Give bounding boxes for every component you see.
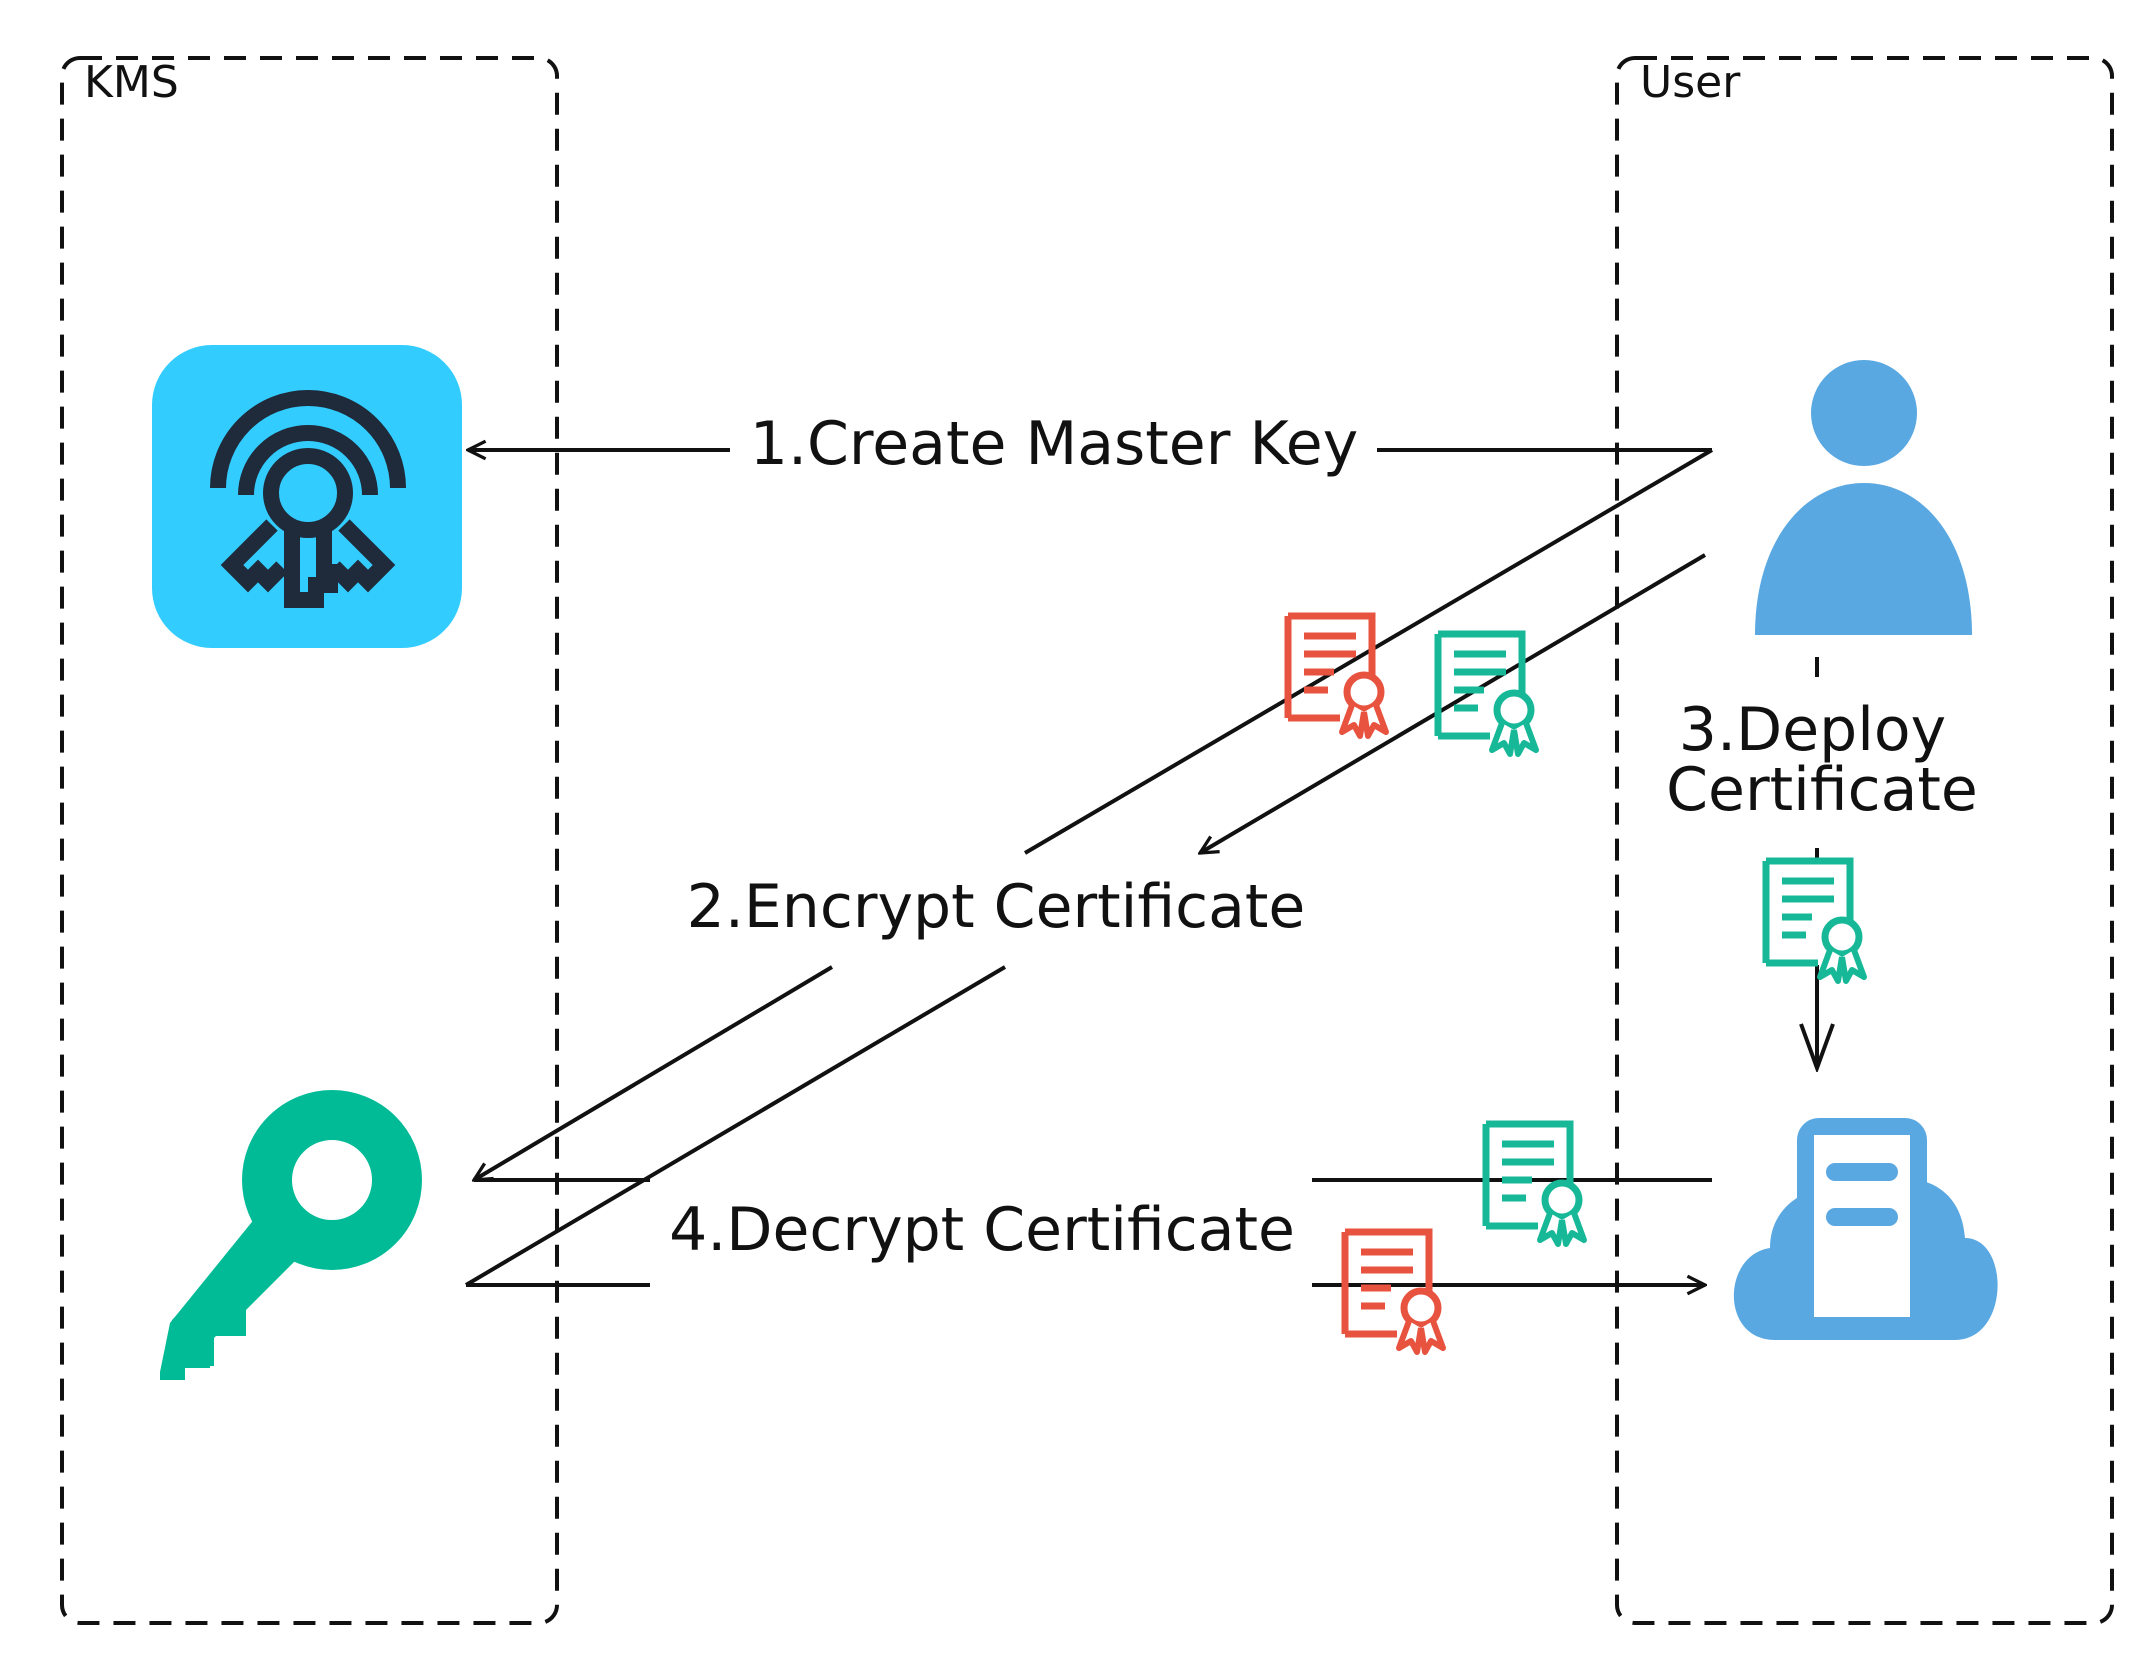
- user-lane-title: User: [1640, 57, 1741, 108]
- certificate-plain-icon: [1486, 1124, 1584, 1244]
- kms-lane: [60, 56, 559, 1625]
- step-encrypt-certificate-label: 2.Encrypt Certificate: [687, 872, 1306, 942]
- certificate-encrypted-icon: [1345, 1232, 1443, 1352]
- certificate-deployed-icon: [1766, 861, 1864, 981]
- certificate-plain-icon: [1438, 634, 1536, 754]
- kms-lane-title: KMS: [84, 57, 179, 108]
- cloud-server-icon: [1733, 1118, 1998, 1340]
- data-key-icon: [160, 1090, 422, 1380]
- user-lane: [1615, 56, 2114, 1625]
- deploy-line-2: Certificate: [1666, 755, 1978, 825]
- deploy-line-1: 3.Deploy: [1679, 695, 1946, 765]
- user-person-icon: [1755, 360, 1972, 635]
- step-create-master-key-label: 1.Create Master Key: [750, 409, 1358, 479]
- certificate-encrypted-icon: [1288, 616, 1386, 736]
- step-decrypt-certificate-label: 4.Decrypt Certificate: [669, 1195, 1295, 1265]
- kms-master-key-icon: [152, 345, 462, 648]
- step-deploy-certificate-label: 3.Deploy Certificate: [1666, 695, 1978, 825]
